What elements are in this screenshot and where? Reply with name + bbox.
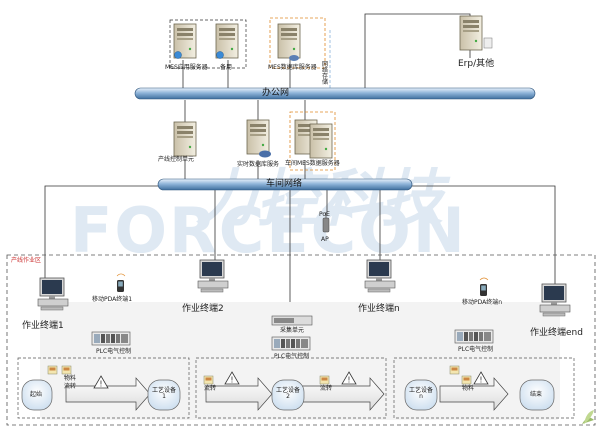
terminal-2-label: 作业终端2: [182, 304, 224, 314]
material-icon: [319, 375, 330, 385]
process-flow-arrows: [65, 377, 509, 411]
terminal-end-icon: [539, 283, 571, 317]
mes-db-server-icon: [277, 23, 301, 59]
flow-label-3: 流转: [320, 385, 333, 392]
globe-icon: [216, 51, 224, 59]
terminal-end-label: 作业终端end: [530, 328, 583, 338]
plc-1-label: PLC电气控制: [96, 348, 132, 355]
erp-server-icon: [459, 15, 483, 51]
terminal-1-icon: [37, 277, 69, 311]
process-section-2: [195, 357, 387, 419]
terminal-n-icon: [364, 259, 396, 293]
terminal-2-icon: [197, 259, 229, 293]
realtime-db-server-icon: [246, 119, 270, 155]
mes-db-server-group: [269, 17, 326, 69]
poe-label: PoE: [319, 211, 330, 218]
mes-app-server-label: MES应用服务器: [165, 64, 208, 71]
pda-n-label: 移动PDA终端n: [462, 299, 503, 306]
plc-1-icon: [91, 331, 131, 346]
plc-2-label: PLC电气控制: [274, 353, 310, 360]
workshop-mes-db-label: 车间MES数据服务器: [285, 160, 340, 167]
office-network-label: 办公网: [262, 88, 290, 98]
material-label-2: 物料: [462, 385, 475, 392]
realtime-db-label: 实时数据库服务: [237, 161, 280, 168]
process-nodes: [21, 379, 555, 411]
material-icon: [61, 365, 72, 375]
corner-graphic-icon: [582, 410, 594, 424]
document-icon: [483, 37, 493, 49]
watermark-en: FORCECON: [70, 194, 467, 267]
production-area-label: 产线作业区: [11, 257, 42, 264]
office-network-bus: [134, 87, 536, 100]
database-icon: [259, 150, 271, 158]
process-end-label: 结束: [530, 391, 543, 398]
terminal-1-label: 作业终端1: [22, 321, 64, 331]
process-device-n-label: 工艺设备n: [409, 387, 434, 400]
workshop-mes-group: [289, 111, 336, 171]
flow-label-2: 流转: [204, 385, 217, 392]
material-icon: [47, 365, 58, 375]
globe-icon: [174, 51, 182, 59]
flow-label: 流转: [64, 383, 77, 390]
line-control-server-icon: [173, 121, 197, 157]
process-device-1-label: 工艺设备1: [152, 387, 177, 400]
backup-server-label: 备用: [220, 64, 233, 71]
process-section-n: [393, 357, 575, 419]
plc-n-label: PLC电气控制: [458, 346, 494, 353]
plc-n-icon: [454, 329, 494, 344]
process-start-label: 起始: [30, 391, 43, 398]
mes-app-server-group: [169, 19, 247, 69]
production-area-border: [6, 254, 596, 426]
pda-1-icon: [117, 280, 124, 292]
terminal-n-label: 作业终端n: [358, 304, 400, 314]
plc-2-icon: [271, 336, 311, 351]
process-device-2-label: 工艺设备2: [276, 387, 301, 400]
pda-n-icon: [480, 284, 487, 296]
mes-db-server-label: MES数据库服务器: [268, 64, 317, 71]
database-icon: [289, 55, 299, 61]
collector-label: 采集单元: [280, 327, 305, 334]
workshop-mes-server-icon-2: [309, 123, 333, 159]
storage-label: 网络存储: [322, 61, 329, 86]
process-section-1: [17, 357, 190, 419]
ap-label: AP: [321, 236, 329, 243]
material-icon: [449, 365, 460, 375]
pda-1-label: 移动PDA终端1: [92, 296, 133, 303]
material-icon: [461, 375, 472, 385]
workshop-network-bus: [157, 178, 413, 191]
workshop-network-label: 车间网络: [266, 179, 303, 189]
watermark-cn: 力控科技: [195, 162, 444, 235]
wifi-ap-icon: [322, 217, 330, 233]
material-label: 物料: [64, 375, 77, 382]
material-icon: [203, 375, 214, 385]
line-control-label: 产线控制单元: [158, 156, 195, 163]
erp-server-label: Erp/其他: [458, 59, 495, 69]
